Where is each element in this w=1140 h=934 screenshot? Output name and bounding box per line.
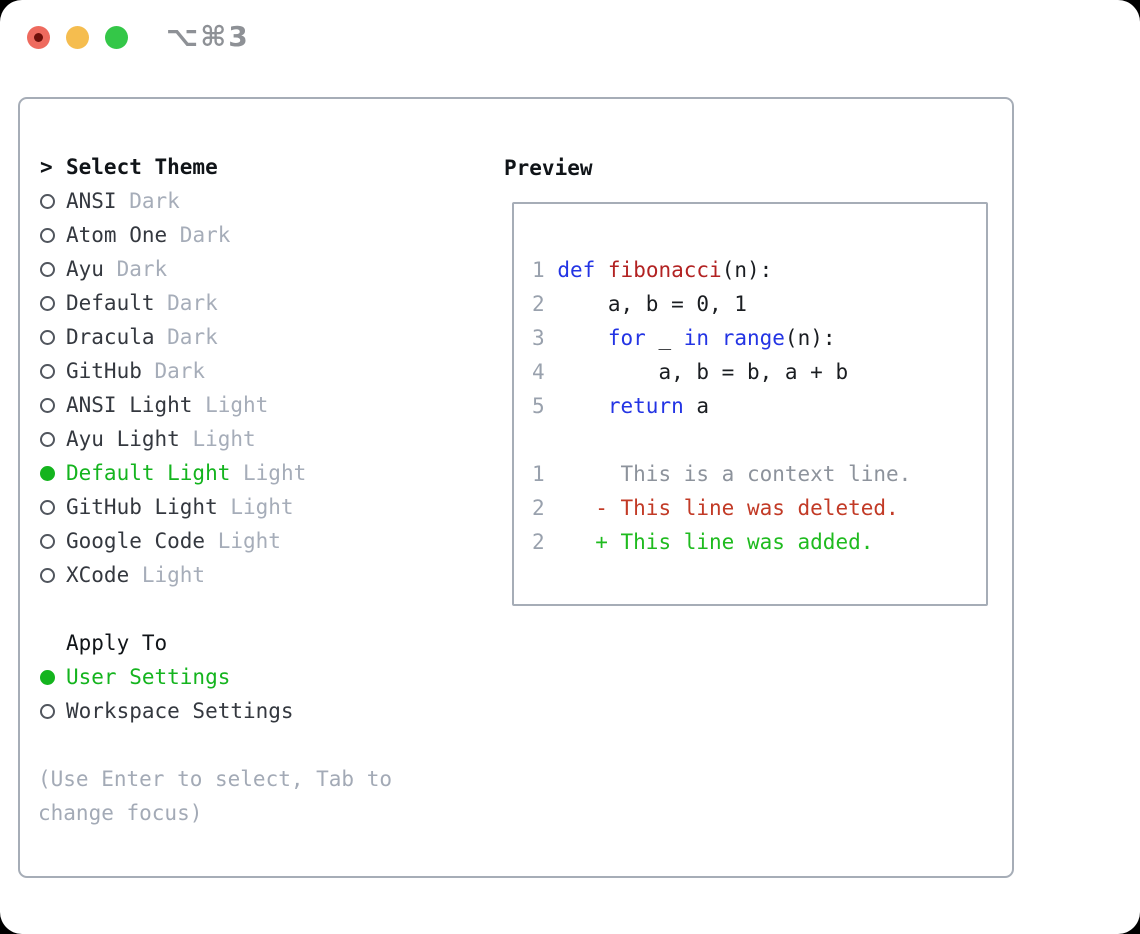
option-label: Ayu Light [66, 427, 180, 451]
apply-to-header: Apply To [40, 626, 392, 660]
radio-icon [40, 363, 55, 379]
radio-icon [40, 397, 55, 413]
radio-icon [40, 669, 55, 685]
radio-icon [40, 329, 55, 345]
preview-line: 2 + This line was added. [532, 530, 874, 554]
theme-option[interactable]: GitHub Dark [40, 354, 392, 388]
option-label: ANSI [66, 189, 117, 213]
apply-option[interactable]: Workspace Settings [40, 694, 392, 728]
option-variant: Dark [116, 189, 180, 213]
option-variant: Dark [154, 325, 218, 349]
line-number: 2 [532, 530, 545, 554]
preview-line: 1 def fibonacci(n): [532, 258, 773, 282]
option-label: Ayu [66, 257, 104, 281]
theme-option[interactable]: ANSI Dark [40, 184, 392, 218]
option-variant: Dark [141, 359, 206, 383]
preview-line [532, 423, 986, 457]
option-variant: Light [205, 529, 281, 553]
option-variant: Dark [103, 257, 168, 281]
option-variant: Dark [167, 223, 231, 247]
preview-line: 1 This is a context line. [532, 462, 912, 486]
theme-option[interactable]: Default Dark [40, 286, 392, 320]
radio-icon [40, 431, 55, 447]
option-variant: Light [129, 563, 206, 587]
preview-line: 2 a, b = 0, 1 [532, 292, 747, 316]
theme-option[interactable]: Default Light Light [40, 456, 392, 490]
prompt-icon: > [40, 155, 53, 179]
option-label: Default Light [66, 461, 231, 485]
preview-line: 2 - This line was deleted. [532, 496, 899, 520]
window-title: ⌥⌘3 [166, 20, 250, 53]
select-theme-header: > Select Theme [40, 150, 392, 184]
close-dot-icon [34, 33, 43, 42]
option-label: Google Code [66, 529, 206, 553]
line-number: 2 [532, 292, 545, 316]
option-label: User Settings [66, 665, 231, 689]
option-label: GitHub [66, 359, 142, 383]
hint-text: (Use Enter to select, Tab to [38, 767, 393, 791]
line-number: 1 [532, 462, 545, 486]
option-label: XCode [66, 563, 130, 587]
theme-option[interactable]: Ayu Dark [40, 252, 392, 286]
close-button[interactable] [27, 26, 50, 49]
spacer-row [40, 592, 392, 626]
theme-option[interactable]: Atom One Dark [40, 218, 392, 252]
option-variant: Light [230, 461, 307, 485]
preview-line: 3 for _ in range(n): [532, 326, 836, 350]
line-number: 3 [532, 326, 545, 350]
theme-option[interactable]: XCode Light [40, 558, 392, 592]
line-number: 5 [532, 394, 545, 418]
radio-icon [40, 261, 55, 277]
theme-option[interactable]: GitHub Light Light [40, 490, 392, 524]
radio-icon [40, 567, 55, 583]
theme-option[interactable]: Google Code Light [40, 524, 392, 558]
option-variant: Light [217, 495, 294, 519]
option-label: Dracula [66, 325, 155, 349]
option-label: GitHub Light [66, 495, 218, 519]
hint-text: change focus) [38, 801, 203, 825]
select-theme-label: Select Theme [66, 155, 218, 179]
radio-icon [40, 227, 55, 243]
preview-line: 4 a, b = b, a + b [532, 360, 849, 384]
radio-icon [40, 499, 55, 515]
option-label: Atom One [66, 223, 168, 247]
radio-icon [40, 193, 55, 209]
option-label: Workspace Settings [66, 699, 294, 723]
minimize-button[interactable] [66, 26, 89, 49]
theme-option[interactable]: Dracula Dark [40, 320, 392, 354]
radio-icon [40, 465, 55, 481]
option-label: Default [66, 291, 155, 315]
spacer-row [40, 728, 392, 762]
radio-icon [40, 533, 55, 549]
apply-option[interactable]: User Settings [40, 660, 392, 694]
line-number: 4 [532, 360, 545, 384]
radio-icon [40, 295, 55, 311]
line-number: 2 [532, 496, 545, 520]
theme-option[interactable]: Ayu Light Light [40, 422, 392, 456]
option-variant: Light [192, 393, 269, 417]
preview-line: 5 return a [532, 394, 710, 418]
theme-option[interactable]: ANSI Light Light [40, 388, 392, 422]
radio-icon [40, 703, 55, 719]
option-variant: Dark [154, 291, 218, 315]
zoom-button[interactable] [105, 26, 128, 49]
option-variant: Light [179, 427, 256, 451]
option-label: ANSI Light [66, 393, 193, 417]
preview-box: 1 def fibonacci(n): 2 a, b = 0, 1 3 for _ … [512, 202, 988, 606]
preview-title: Preview [504, 156, 593, 180]
apply-to-label: Apply To [66, 631, 168, 655]
line-number: 1 [532, 258, 545, 282]
